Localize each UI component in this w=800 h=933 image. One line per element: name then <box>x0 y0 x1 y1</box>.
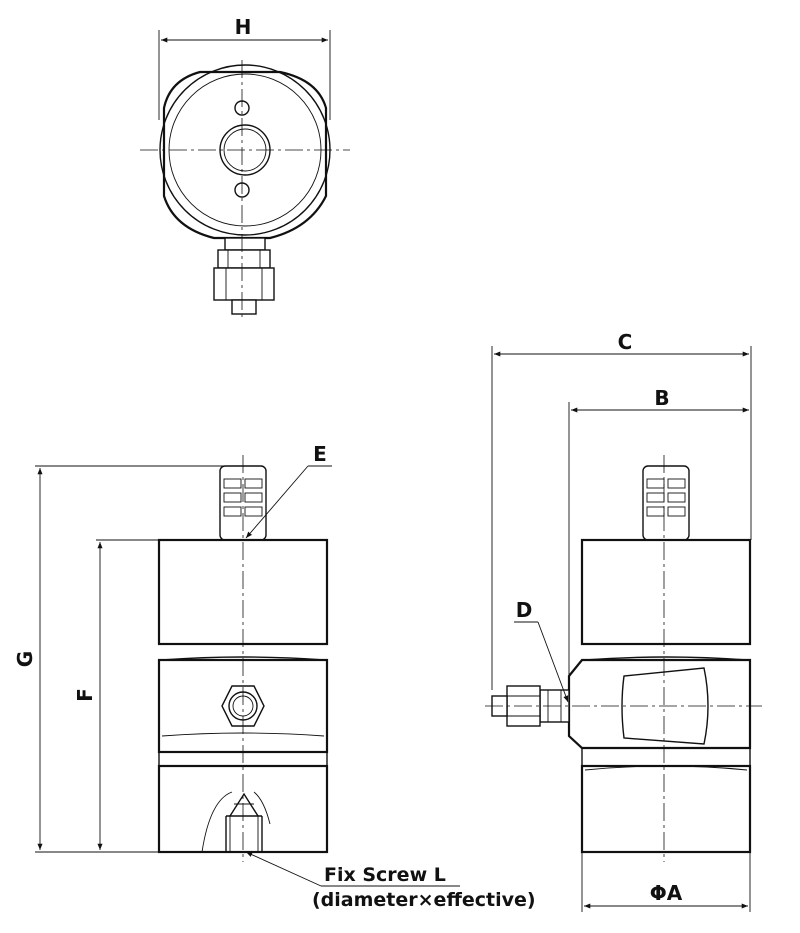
dim-label-b: B <box>654 386 669 410</box>
side-lower-body <box>580 764 752 854</box>
dim-label-h: H <box>235 15 252 39</box>
side-upper-body <box>580 538 752 646</box>
top-body-outline <box>162 70 328 240</box>
top-fitting <box>213 237 275 315</box>
fix-screw-label: Fix Screw L <box>324 864 446 886</box>
dim-label-f: F <box>73 688 97 702</box>
front-view: G F <box>13 442 536 911</box>
leader-fix-screw <box>245 851 322 887</box>
front-muffler <box>219 465 267 541</box>
side-view: C B <box>485 330 762 912</box>
fix-screw-sub-label: (diameter×effective) <box>312 889 536 911</box>
leader-d <box>537 621 569 703</box>
dim-label-c: C <box>618 330 633 354</box>
front-side-port <box>221 685 265 727</box>
label-d: D <box>516 598 533 622</box>
label-e: E <box>313 442 327 466</box>
side-middle-block <box>567 658 752 750</box>
dim-label-phi-a: ΦA <box>650 881 683 905</box>
dim-label-g: G <box>13 651 37 667</box>
side-oval-port <box>621 667 709 745</box>
top-view: H <box>140 15 350 320</box>
leader-e <box>245 465 309 539</box>
front-fix-screw <box>201 791 271 853</box>
side-muffler <box>642 465 690 541</box>
